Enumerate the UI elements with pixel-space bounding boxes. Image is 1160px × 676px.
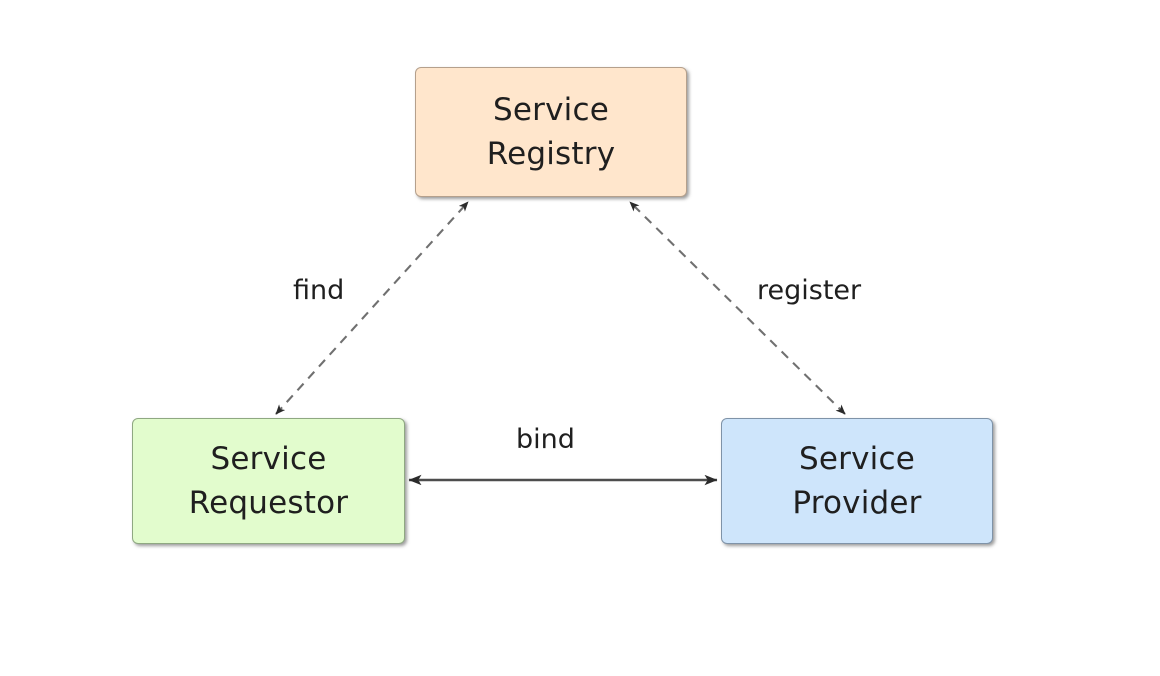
node-service-provider-label-line2: Provider	[792, 485, 922, 521]
edge-label-register: register	[752, 275, 867, 306]
node-service-registry-label-line1: Service	[493, 91, 609, 128]
node-service-registry[interactable]: Service Registry	[415, 67, 687, 197]
node-service-provider-label-line1: Service	[799, 440, 915, 477]
edge-label-bind: bind	[511, 424, 580, 455]
node-service-registry-label-line2: Registry	[486, 136, 616, 172]
edge-register	[629, 201, 846, 415]
node-service-requestor-label-line2: Requestor	[188, 485, 349, 521]
node-service-registry-label: Service Registry	[479, 88, 624, 176]
edge-label-find: find	[288, 275, 350, 306]
node-service-provider[interactable]: Service Provider	[721, 418, 993, 544]
node-service-requestor-label-line1: Service	[210, 440, 327, 477]
node-service-requestor-label: Service Requestor	[181, 437, 356, 525]
node-service-provider-label: Service Provider	[784, 437, 929, 525]
node-service-requestor[interactable]: Service Requestor	[132, 418, 405, 544]
edge-find	[275, 201, 469, 415]
